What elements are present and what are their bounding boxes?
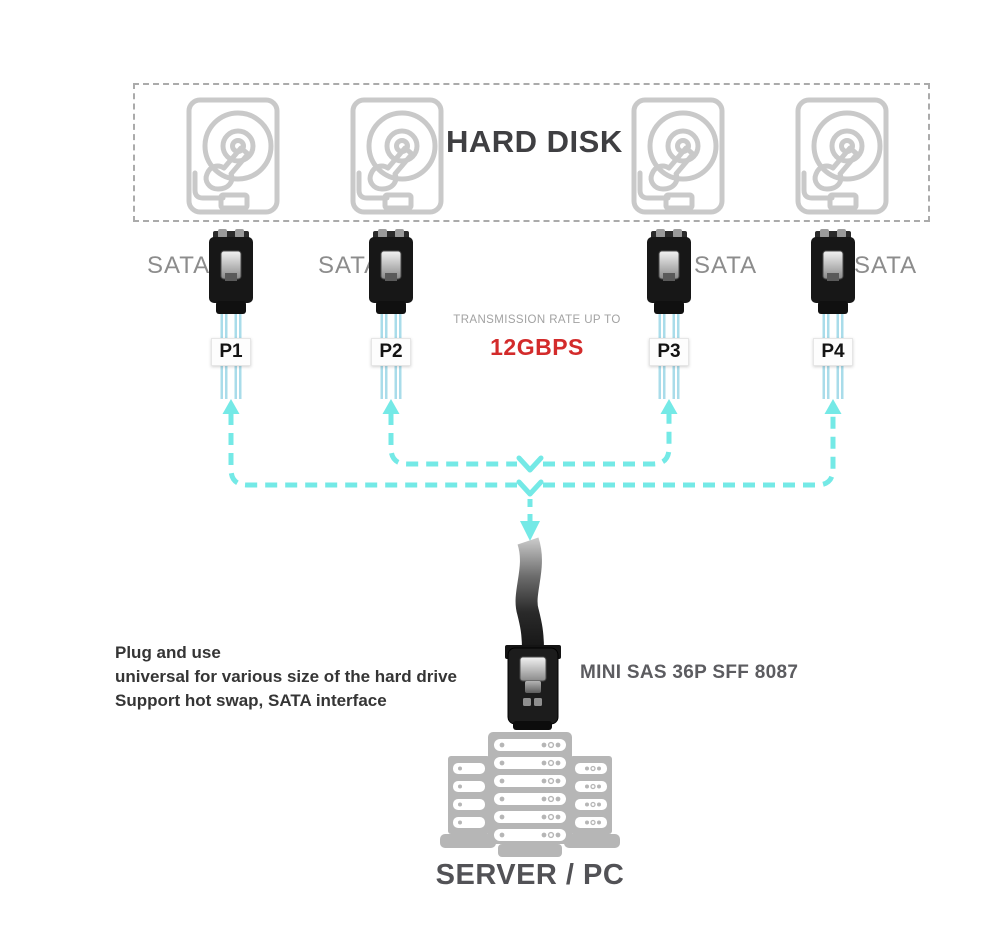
- transmission-caption: TRANSMISSION RATE UP TO: [453, 314, 621, 326]
- transmission-rate: 12GBPS: [490, 334, 584, 360]
- hard-disk-group-box: [133, 83, 930, 222]
- hard-disk-icon: [630, 97, 726, 215]
- sata-connector-icon: [207, 227, 255, 403]
- sas-cable: [515, 537, 544, 651]
- port-tag-p4: P4: [813, 338, 853, 366]
- server-icon: [440, 732, 620, 857]
- feature-line-2: universal for various size of the hard d…: [115, 667, 457, 686]
- hard-disk-icon: [185, 97, 281, 215]
- port-tag-p2: P2: [371, 338, 411, 366]
- sata-connector-icon: [645, 227, 693, 403]
- feature-line-1: Plug and use: [115, 643, 221, 662]
- hard-disk-icon: [794, 97, 890, 215]
- feature-line-3: Support hot swap, SATA interface: [115, 691, 387, 710]
- feature-text: Plug and use universal for various size …: [115, 641, 457, 713]
- sata-connector-icon: [809, 227, 857, 403]
- hard-disk-icon: [349, 97, 445, 215]
- sata-connector-icon: [367, 227, 415, 403]
- port-tag-p1: P1: [211, 338, 251, 366]
- sata-label-p4: SATA: [854, 252, 918, 279]
- port-tag-p3: P3: [649, 338, 689, 366]
- mini-sas-connector-icon: [505, 645, 561, 730]
- sata-label-p3: SATA: [694, 252, 758, 279]
- hard-disk-title: HARD DISK: [446, 124, 623, 159]
- sas-connector-label: MINI SAS 36P SFF 8087: [580, 662, 799, 683]
- server-label: SERVER / PC: [435, 859, 625, 891]
- sata-label-p1: SATA: [147, 252, 211, 279]
